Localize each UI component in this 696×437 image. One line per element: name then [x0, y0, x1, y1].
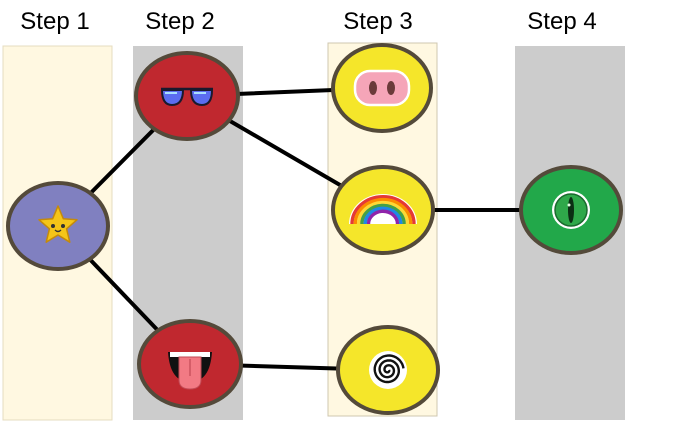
sunglasses-icon — [160, 87, 214, 107]
node-sunglasses[interactable] — [134, 51, 240, 141]
step-3-title: Step 3 — [343, 8, 413, 35]
node-eye[interactable] — [519, 165, 623, 255]
reptile-eye-icon — [552, 191, 590, 229]
nodes-group — [6, 43, 623, 415]
tongue-mouth-icon — [168, 352, 212, 390]
spiral-icon — [369, 351, 407, 389]
step-2-title: Step 2 — [145, 8, 215, 35]
rainbow-icon — [349, 194, 417, 225]
node-spiral[interactable] — [336, 325, 440, 415]
star-face-icon — [38, 205, 78, 243]
step-1-title: Step 1 — [20, 8, 90, 35]
node-tongue[interactable] — [137, 319, 243, 409]
pig-nose-icon — [353, 69, 411, 107]
node-star[interactable] — [6, 181, 110, 271]
node-rainbow[interactable] — [331, 165, 435, 255]
step-4-title: Step 4 — [527, 8, 597, 35]
node-pig-nose[interactable] — [331, 43, 433, 133]
